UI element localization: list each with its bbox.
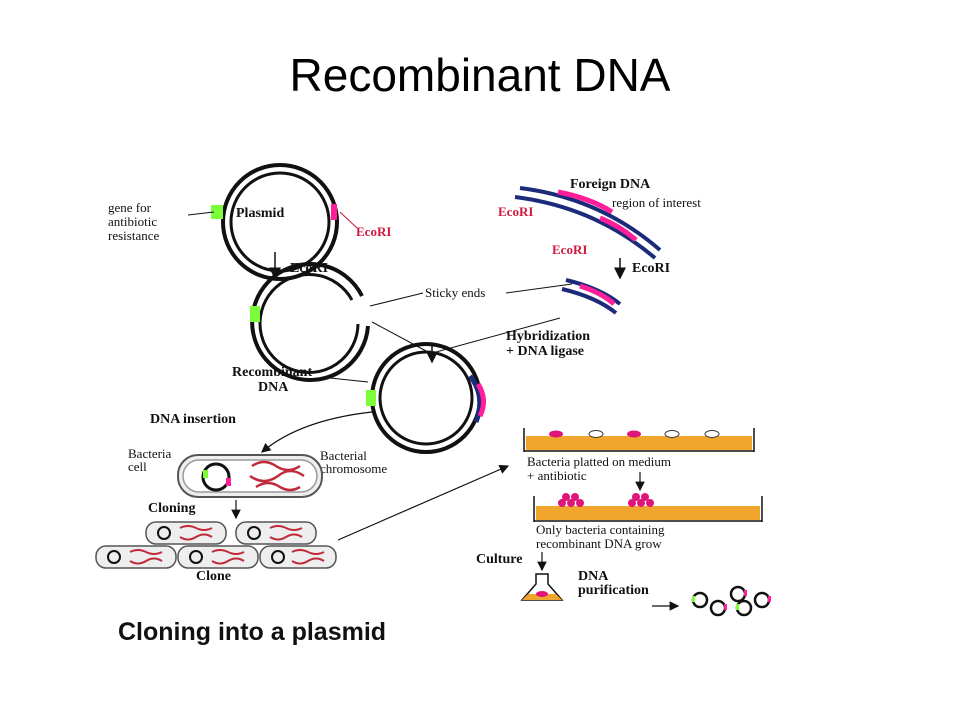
culture-label: Culture [476, 552, 522, 567]
plate-recombinant-grow [533, 493, 763, 522]
recombinant-label-2: DNA [258, 380, 289, 395]
foreign-dna [514, 186, 662, 260]
bacteria-cell-label-2: cell [128, 459, 147, 474]
dna-fragment [561, 278, 622, 315]
hybridization-label-1: Hybridization [506, 329, 590, 344]
foreign-dna-label: Foreign DNA [570, 177, 651, 192]
resistance-gene [211, 205, 223, 219]
hybridization-label-2: + DNA ligase [506, 344, 584, 359]
clone-cell [95, 545, 177, 569]
gene-label-2: antibiotic [108, 214, 157, 229]
bacteria-cell-label-1: Bacteria [128, 446, 172, 461]
plate-with-antibiotic [523, 428, 755, 452]
dna-purification-label-2: purification [578, 583, 649, 598]
ecori-arrow-right-label: EcoRI [632, 261, 670, 276]
only-bacteria-label-1: Only bacteria containing [536, 522, 665, 537]
region-of-interest-label: region of interest [612, 195, 701, 210]
plasmid-label: Plasmid [236, 206, 284, 221]
slide-title: Recombinant DNA [289, 49, 671, 101]
purified-plasmids [691, 585, 771, 617]
recombinant-label-1: Recombinant [232, 365, 312, 380]
dna-insertion-label: DNA insertion [150, 412, 236, 427]
ecori-site [331, 204, 337, 220]
clone-cells [95, 521, 337, 569]
clone-label: Clone [196, 569, 231, 584]
bacterial-chromosome-label-2: chromosome [320, 461, 387, 476]
purified-plasmid-markers [692, 590, 771, 610]
caption: Cloning into a plasmid [118, 618, 386, 646]
clone-cell [177, 545, 259, 569]
only-bacteria-label-2: recombinant DNA grow [536, 536, 662, 551]
bacteria-cell [177, 454, 323, 498]
recombinant-plasmid [366, 342, 486, 454]
culture-flask [520, 573, 564, 601]
clone-cell [145, 521, 227, 545]
ecori-foreign-bottom-label: EcoRI [552, 242, 587, 257]
bacterial-chromosome-label-1: Bacterial [320, 448, 367, 463]
clone-cell [235, 521, 317, 545]
plated-label-1: Bacteria platted on medium [527, 454, 671, 469]
gene-label-3: resistance [108, 228, 159, 243]
cloning-label: Cloning [148, 501, 195, 516]
cut-plasmid [250, 261, 370, 382]
ecori-foreign-top-label: EcoRI [498, 204, 533, 219]
dna-purification-label-1: DNA [578, 569, 609, 584]
gene-label-1: gene for [108, 200, 152, 215]
ecori-plasmid-label: EcoRI [356, 224, 391, 239]
plated-label-2: + antibiotic [527, 468, 587, 483]
clone-cell [259, 545, 337, 569]
sticky-ends-label: Sticky ends [425, 285, 485, 300]
